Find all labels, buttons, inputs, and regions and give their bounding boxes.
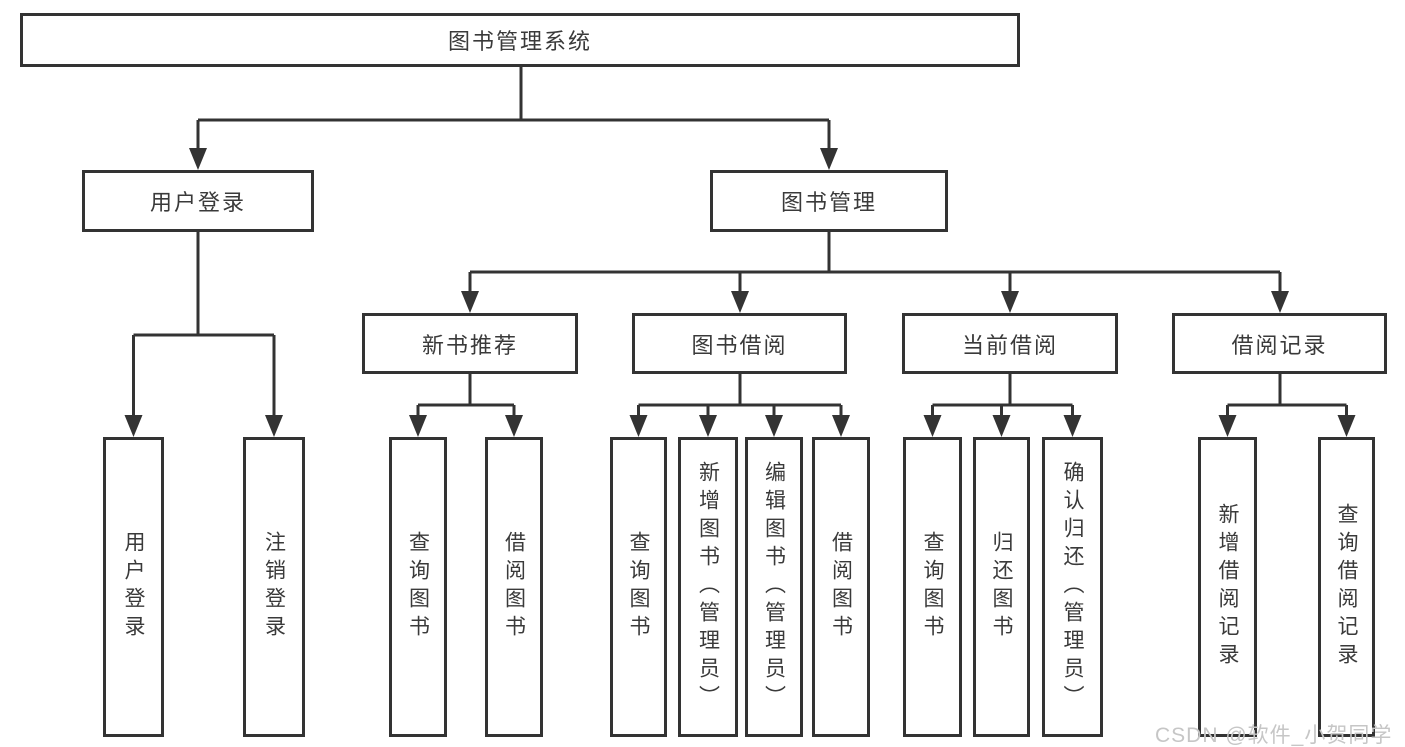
connector-paths [132, 67, 1348, 429]
csdn-watermark: CSDN @软件_小贺同学 [1155, 724, 1393, 747]
node-book-management: 图书管理 [710, 170, 948, 232]
leaf-edit-books-admin: 编辑图书（管理员） [745, 437, 803, 737]
node-user-login: 用户登录 [82, 170, 314, 232]
leaf-borrow-books-recommend: 借阅图书 [485, 437, 543, 737]
leaf-query-borrow-record: 查询借阅记录 [1318, 437, 1375, 737]
leaf-return-books: 归还图书 [973, 437, 1030, 737]
node-new-book-recommendation: 新书推荐 [362, 313, 578, 374]
arrowheads [124, 148, 1356, 437]
leaf-query-books-recommend: 查询图书 [389, 437, 447, 737]
node-library-management-system: 图书管理系统 [20, 13, 1020, 67]
leaf-add-borrow-record: 新增借阅记录 [1198, 437, 1257, 737]
leaf-logout: 注销登录 [243, 437, 305, 737]
leaf-query-books-current: 查询图书 [903, 437, 962, 737]
leaf-user-login: 用户登录 [103, 437, 164, 737]
node-book-borrowing: 图书借阅 [632, 313, 847, 374]
leaf-add-books-admin: 新增图书（管理员） [678, 437, 738, 737]
leaf-confirm-return-admin: 确认归还（管理员） [1042, 437, 1103, 737]
node-borrowing-records: 借阅记录 [1172, 313, 1387, 374]
leaf-borrow-books-borrowing: 借阅图书 [812, 437, 870, 737]
leaf-query-books-borrowing: 查询图书 [610, 437, 667, 737]
node-current-borrowing: 当前借阅 [902, 313, 1118, 374]
